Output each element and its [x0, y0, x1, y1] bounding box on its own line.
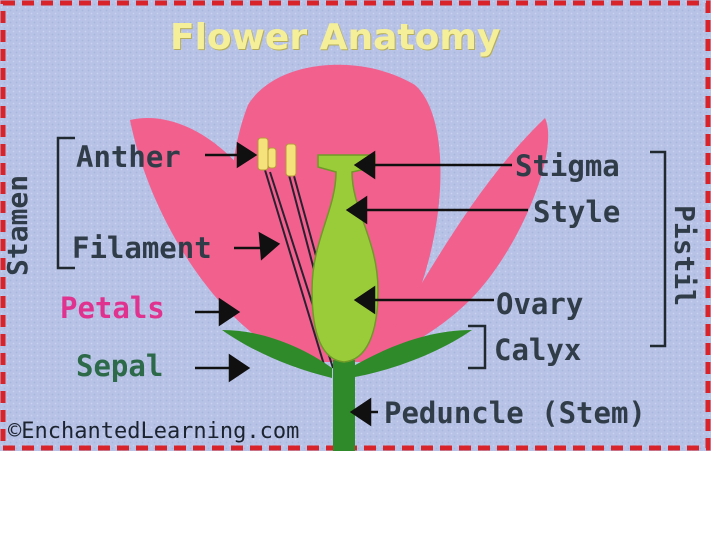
arrow-sepal-head	[228, 353, 251, 383]
arrow-stigma-head	[353, 150, 376, 180]
sepal-left	[222, 330, 332, 378]
arrow-style-head	[345, 195, 368, 225]
stamen-bracket	[56, 136, 75, 270]
label-peduncle: Peduncle (Stem)	[384, 396, 646, 430]
dashed-border	[0, 0, 711, 451]
arrow-petals-head	[218, 297, 241, 327]
diagram-title: Flower Anatomy	[170, 17, 501, 58]
filament-line-1	[264, 169, 326, 369]
arrow-filament-head	[258, 231, 281, 261]
label-pistil: Pistil	[668, 205, 701, 307]
label-filament: Filament	[72, 231, 212, 265]
label-anther: Anther	[76, 140, 181, 174]
diagram-frame: Flower Anatomy Stamen Anther Filament Pe…	[0, 0, 711, 451]
petal-lower-right	[380, 300, 445, 355]
pointer-arrows	[195, 141, 528, 427]
calyx-bracket	[468, 324, 487, 370]
arrow-anther-head	[236, 141, 258, 169]
arrow-ovary-head	[353, 285, 376, 315]
label-calyx: Calyx	[494, 333, 582, 367]
anther-2	[267, 147, 277, 169]
label-style: Style	[533, 195, 621, 229]
arrow-peduncle-head	[349, 397, 372, 427]
label-stigma: Stigma	[515, 149, 620, 183]
label-stamen: Stamen	[1, 174, 34, 276]
credit-text: ©EnchantedLearning.com	[8, 419, 300, 444]
pistil-bracket	[650, 150, 667, 348]
label-sepal: Sepal	[76, 349, 164, 383]
petal-left	[130, 117, 300, 362]
pistil	[311, 154, 379, 363]
anther-3	[285, 143, 297, 177]
label-petals: Petals	[60, 291, 165, 325]
stem	[333, 360, 355, 451]
flower-diagram	[0, 0, 711, 451]
anther-1	[257, 137, 269, 171]
label-ovary: Ovary	[496, 287, 584, 321]
sepal-right	[350, 330, 472, 378]
